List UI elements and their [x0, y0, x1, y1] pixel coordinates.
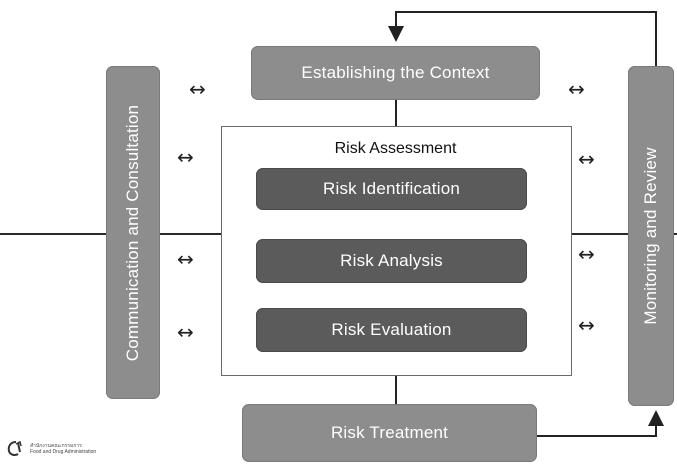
treatment-to-monitoring-arrow [537, 410, 664, 437]
double-arrow-left-4: ↔ [177, 320, 194, 344]
double-arrow-left-3: ↔ [177, 247, 194, 271]
double-arrow-left-2: ↔ [177, 145, 194, 169]
risk-treatment-label: Risk Treatment [330, 423, 449, 442]
communication-consultation-box: Communication and Consultation [106, 66, 160, 399]
double-arrow-right-2: ↔ [578, 147, 595, 171]
risk-analysis-label: Risk Analysis [340, 251, 443, 270]
risk-analysis-box: Risk Analysis [256, 239, 527, 283]
logo-mark-icon [7, 440, 22, 456]
establishing-context-label: Establishing the Context [301, 63, 490, 82]
double-arrow-right-1: ↔ [568, 77, 585, 101]
risk-evaluation-box: Risk Evaluation [256, 308, 527, 352]
double-arrow-left-1: ↔ [189, 77, 206, 101]
logo-line-2: Food and Drug Administration [30, 449, 97, 455]
risk-treatment-box: Risk Treatment [242, 404, 537, 462]
monitoring-review-label: Monitoring and Review [641, 147, 660, 325]
monitoring-review-box: Monitoring and Review [628, 66, 674, 406]
monitoring-to-context-arrow [388, 11, 657, 66]
risk-evaluation-label: Risk Evaluation [331, 320, 452, 339]
logo-line-1: สำนักงานคณะกรรมการ [30, 443, 82, 449]
establishing-context-box: Establishing the Context [251, 46, 540, 100]
double-arrow-right-4: ↔ [578, 313, 595, 337]
organization-logo: สำนักงานคณะกรรมการ Food and Drug Adminis… [6, 440, 96, 458]
risk-identification-label: Risk Identification [322, 179, 461, 198]
risk-assessment-title: Risk Assessment [334, 140, 457, 157]
risk-identification-box: Risk Identification [256, 168, 527, 210]
double-arrow-right-3: ↔ [578, 242, 595, 266]
communication-consultation-label: Communication and Consultation [123, 104, 142, 361]
